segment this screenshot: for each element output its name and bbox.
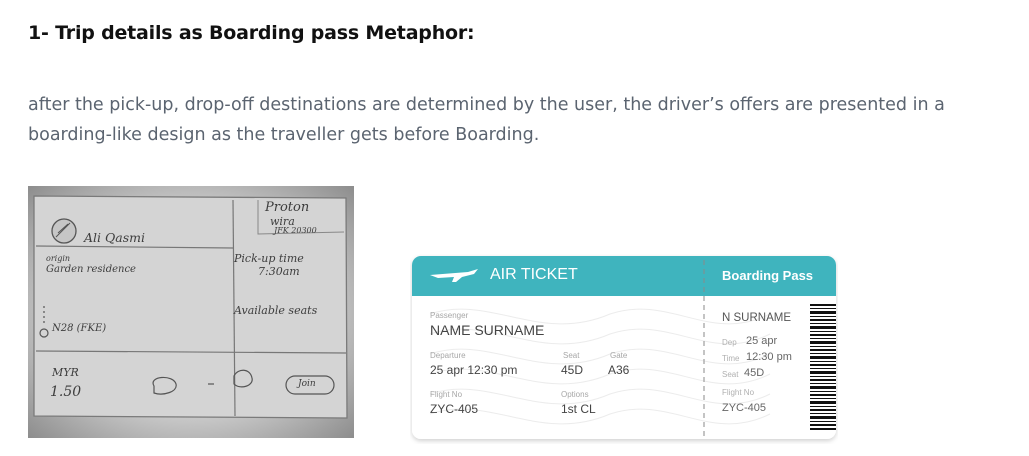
sketch-car-variant: wira <box>270 215 295 228</box>
stub-time-label: Time <box>722 354 740 363</box>
sketch-currency: MYR <box>52 366 79 379</box>
description-paragraph: after the pick-up, drop-off destinations… <box>28 95 945 145</box>
sketch-driver-name: Ali Qasmi <box>84 230 145 245</box>
departure-label: Departure <box>430 351 466 360</box>
stub-time-value: 12:30 pm <box>746 351 792 363</box>
air-ticket: AIR TICKET Boarding Pass Passenger NAME … <box>410 254 838 444</box>
sketch-drawing <box>28 186 354 438</box>
sketch-join-button: Join <box>298 379 316 389</box>
seat-label: Seat <box>563 351 580 360</box>
ticket-header-bar <box>412 256 836 296</box>
sketch-origin-label: origin <box>46 254 71 263</box>
seat-value: 45D <box>561 363 584 377</box>
sketch-pickup-time: 7:30am <box>258 265 300 278</box>
stub-dep-label: Dep <box>722 338 737 347</box>
stub-dep-value: 25 apr <box>746 335 778 347</box>
sketch-pickup-label: Pick-up time <box>234 252 304 265</box>
flight-label: Flight No <box>430 390 463 399</box>
sketch-image: Ali Qasmi Proton wira JFK 20300 Pick-up … <box>28 186 354 438</box>
airplane-icon <box>430 269 478 282</box>
ticket-background <box>412 256 836 439</box>
passenger-name: NAME SURNAME <box>430 322 545 338</box>
section-heading: 1- Trip details as Boarding pass Metapho… <box>28 22 475 44</box>
stub-seat-value: 45D <box>744 367 765 379</box>
stub-seat-label: Seat <box>722 370 739 379</box>
options-label: Options <box>561 390 589 399</box>
departure-value: 25 apr 12:30 pm <box>430 363 518 377</box>
flight-value: ZYC-405 <box>430 402 479 416</box>
barcode-icon <box>810 304 836 430</box>
sketch-car-plate: JFK 20300 <box>274 226 317 235</box>
stub-title: Boarding Pass <box>722 268 814 283</box>
sketch-car-model: Proton <box>265 200 310 215</box>
stub-name: N SURNAME <box>722 312 792 324</box>
passenger-label: Passenger <box>430 311 469 320</box>
gate-value: A36 <box>608 363 630 377</box>
sketch-price: 1.50 <box>50 384 82 400</box>
sketch-seats-label: Available seats <box>234 304 318 317</box>
gate-label: Gate <box>610 351 628 360</box>
sketch-destination: N28 (FKE) <box>52 323 107 334</box>
ticket-title: AIR TICKET <box>490 266 578 283</box>
stub-flight-value: ZYC-405 <box>722 402 767 414</box>
sketch-origin-value: Garden residence <box>46 264 136 275</box>
options-value: 1st CL <box>561 402 596 416</box>
stub-flight-label: Flight No <box>722 388 755 397</box>
